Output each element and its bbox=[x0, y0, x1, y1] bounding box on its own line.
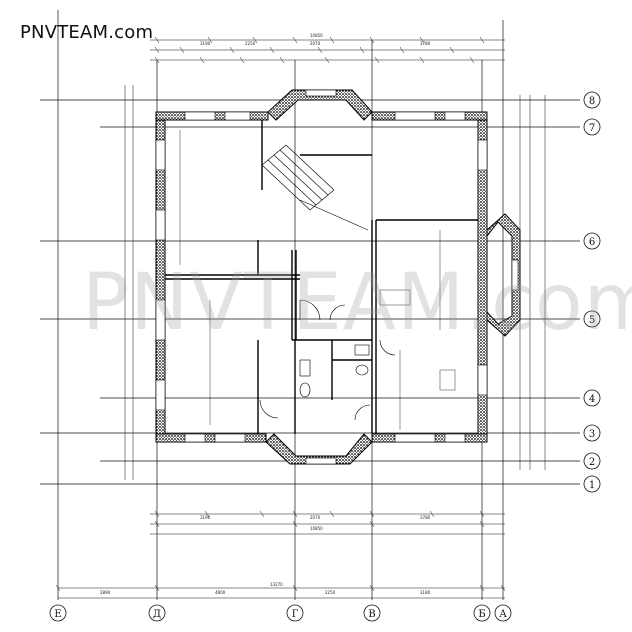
axis-label-e: Е bbox=[54, 609, 61, 620]
axis-marker-2: 2 bbox=[583, 452, 601, 470]
svg-text:3190: 3190 bbox=[200, 515, 211, 520]
axis-markers-horizontal: 8 7 6 5 4 3 2 1 bbox=[583, 91, 601, 493]
svg-text:2250: 2250 bbox=[325, 590, 336, 595]
axis-label-b: Б bbox=[478, 609, 485, 620]
axis-label-6: 6 bbox=[589, 237, 595, 248]
svg-text:3180: 3180 bbox=[420, 590, 431, 595]
axis-label-7: 7 bbox=[589, 123, 595, 134]
axis-marker-d: Д bbox=[148, 604, 166, 622]
axis-marker-3: 3 bbox=[583, 424, 601, 442]
axis-label-8: 8 bbox=[589, 96, 595, 107]
axis-marker-g: Г bbox=[286, 604, 304, 622]
doors bbox=[259, 299, 396, 421]
axis-marker-8: 8 bbox=[583, 91, 601, 109]
axis-markers-vertical: Е Д Г В Б А bbox=[49, 604, 512, 622]
axis-label-5: 5 bbox=[589, 315, 595, 326]
axis-label-d: Д bbox=[153, 609, 161, 620]
axis-label-1: 1 bbox=[589, 480, 595, 491]
axis-marker-4: 4 bbox=[583, 389, 601, 407]
axis-marker-1: 1 bbox=[583, 475, 601, 493]
axis-label-3: 3 bbox=[589, 429, 595, 440]
axis-label-2: 2 bbox=[589, 457, 595, 468]
svg-text:10850: 10850 bbox=[310, 33, 323, 38]
svg-text:2070: 2070 bbox=[310, 41, 321, 46]
axis-marker-v: В bbox=[363, 604, 381, 622]
svg-text:2070: 2070 bbox=[310, 515, 321, 520]
axis-label-v: В bbox=[368, 609, 375, 620]
axis-marker-6: 6 bbox=[583, 232, 601, 250]
brand-logo-text: PNVTEAM.com bbox=[20, 22, 154, 43]
windows bbox=[155, 89, 519, 465]
staircase bbox=[261, 144, 369, 231]
svg-text:2250: 2250 bbox=[245, 41, 256, 46]
svg-text:2890: 2890 bbox=[100, 590, 111, 595]
svg-text:13270: 13270 bbox=[270, 582, 283, 587]
axis-marker-a: А bbox=[494, 604, 512, 622]
axis-label-a: А bbox=[499, 609, 507, 620]
axis-marker-b: Б bbox=[473, 604, 491, 622]
svg-text:4800: 4800 bbox=[215, 590, 226, 595]
svg-text:3190: 3190 bbox=[200, 41, 211, 46]
interior-walls bbox=[165, 120, 478, 434]
axis-marker-e: Е bbox=[49, 604, 67, 622]
room-details bbox=[179, 130, 456, 430]
axis-label-g: Г bbox=[292, 609, 299, 620]
axis-marker-5: 5 bbox=[583, 310, 601, 328]
axis-label-4: 4 bbox=[589, 394, 595, 405]
exterior-walls bbox=[155, 89, 521, 465]
axis-marker-7: 7 bbox=[583, 118, 601, 136]
svg-text:3780: 3780 bbox=[420, 41, 431, 46]
plumbing-fixtures bbox=[299, 344, 370, 398]
dimension-values: 3190 2250 2070 3780 10850 3190 2070 3780… bbox=[100, 33, 431, 595]
dimension-lines bbox=[55, 36, 546, 599]
svg-text:10850: 10850 bbox=[310, 526, 323, 531]
svg-text:3780: 3780 bbox=[420, 515, 431, 520]
